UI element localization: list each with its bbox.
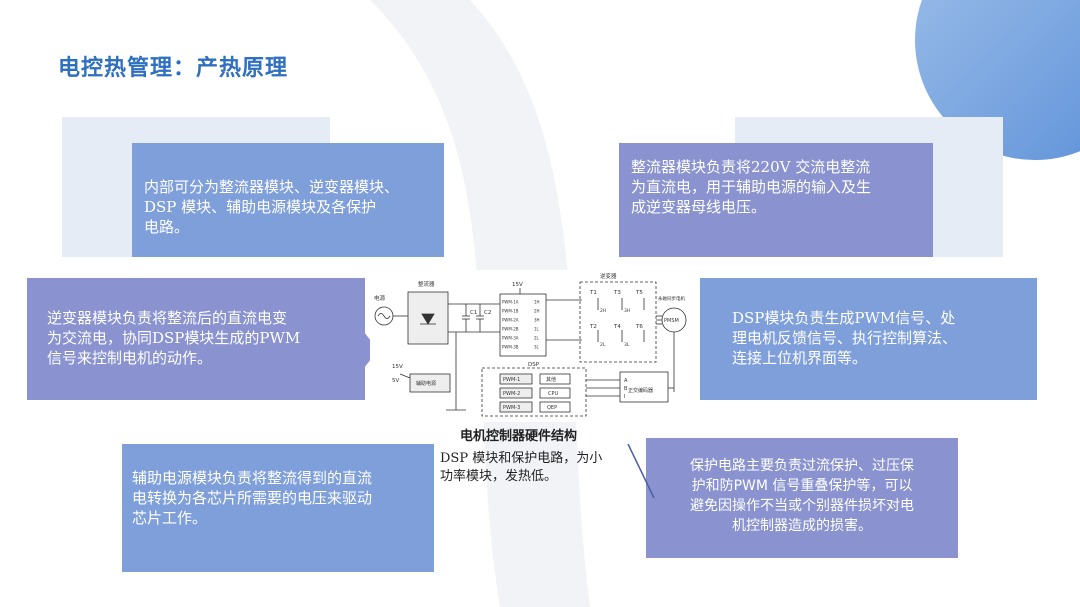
t6-label: T6 xyxy=(635,324,643,330)
diagram-caption: 电机控制器硬件结构 xyxy=(460,429,578,444)
callout-inverter: 逆变器模块负责将整流后的直流电变 为交流电，协同DSP模块生成的PWM 信号来控… xyxy=(27,278,365,400)
pwm-line-label: PWM-1A xyxy=(502,300,519,305)
pwm-line-group: PWM-1A 1H PWM-1B 2H PWM-2A 3H PWM-2B 1L PWM-3A 2L… xyxy=(502,300,540,350)
gate-label: 2H xyxy=(534,309,540,314)
qep-label: QEP xyxy=(547,405,557,411)
callout-aux-power: 辅助电源模块负责将整流得到的直流 电转换为各芯片所需要的电压来驱动 芯片工作。 xyxy=(122,444,434,572)
l2-label: 2L xyxy=(600,342,606,348)
pwm-line-label: PWM-3A xyxy=(502,336,519,341)
gate-label: 2L xyxy=(534,336,540,341)
c1-label: C1 xyxy=(470,310,477,316)
gate-label: 3L xyxy=(534,345,540,350)
power-label: 电源 xyxy=(374,294,386,302)
t1-label: T1 xyxy=(589,290,597,296)
v15-label: 15V xyxy=(512,282,523,288)
t2-label: T2 xyxy=(589,324,597,330)
dsp-label: DSP xyxy=(528,362,540,368)
v15b-label: 15V xyxy=(392,364,403,370)
v5-label: 5V xyxy=(392,378,399,384)
callout-overview-text: 内部可分为整流器模块、逆变器模块、 DSP 模块、辅助电源模块及各保护 电路。 xyxy=(144,178,400,236)
motor-label: PMSM xyxy=(664,318,679,324)
inverter-label: 逆变器 xyxy=(600,272,617,280)
gate-label: 1H xyxy=(534,300,540,305)
pwm3-label: PWM-3 xyxy=(503,405,520,411)
pin-b-label: B xyxy=(624,386,628,392)
controller-circuit-diagram: 整流器 电源 逆变器 永磁同步电机 PMSM 15V 15V 5V 辅助电源 D… xyxy=(370,270,700,422)
pwm1-label: PWM-1 xyxy=(503,377,520,383)
h3-label: 3H xyxy=(624,308,630,314)
gate-label: 1L xyxy=(534,327,540,332)
callout-dsp: DSP模块负责生成PWM信号、处 理电机反馈信号、执行控制算法、 连接上位机界面… xyxy=(698,278,1037,400)
callout-overview: 内部可分为整流器模块、逆变器模块、 DSP 模块、辅助电源模块及各保护 电路。 xyxy=(132,143,444,257)
callout-rectifier: 整流器模块负责将220V 交流电整流 为直流电，用于辅助电源的输入及生 成逆变器… xyxy=(619,143,933,257)
pwm-line-label: PWM-2B xyxy=(502,327,519,332)
aux-power-label: 辅助电源 xyxy=(416,380,436,387)
motor-name-label: 永磁同步电机 xyxy=(658,295,685,302)
callout-protection-text: 保护电路主要负责过流保护、过压保 护和防PWM 信号重叠保护等，可以 避免因操作… xyxy=(690,458,914,534)
protection-pointer xyxy=(627,443,655,499)
cpu-label: CPU xyxy=(548,391,559,397)
rectifier-label: 整流器 xyxy=(418,280,435,288)
gate-label: 3H xyxy=(534,318,540,323)
encoder-label: 正交编码器 xyxy=(628,387,653,394)
c2-label: C2 xyxy=(484,310,491,316)
callout-aux-power-text: 辅助电源模块负责将整流得到的直流 电转换为各芯片所需要的电压来驱动 芯片工作。 xyxy=(132,469,373,527)
pwm-line-label: PWM-2A xyxy=(502,318,519,323)
t3-label: T3 xyxy=(613,290,621,296)
page-title: 电控热管理：产热原理 xyxy=(58,56,289,81)
pwm2-label: PWM-2 xyxy=(503,391,520,397)
t5-label: T5 xyxy=(635,290,643,296)
callout-rectifier-text: 整流器模块负责将220V 交流电整流 为直流电，用于辅助电源的输入及生 成逆变器… xyxy=(631,158,872,216)
callout-inverter-text: 逆变器模块负责将整流后的直流电变 为交流电，协同DSP模块生成的PWM 信号来控… xyxy=(47,309,301,367)
pin-a-label: A xyxy=(624,378,628,384)
other-label: 其他 xyxy=(546,376,556,383)
pwm-line-label: PWM-1B xyxy=(502,309,519,314)
pwm-line-label: PWM-3B xyxy=(502,345,519,350)
h2-label: 2H xyxy=(600,308,606,314)
callout-dsp-text: DSP模块负责生成PWM信号、处 理电机反馈信号、执行控制算法、 连接上位机界面… xyxy=(732,309,958,367)
t4-label: T4 xyxy=(613,324,621,330)
l3-label: 3L xyxy=(624,342,630,348)
callout-protection: 保护电路主要负责过流保护、过压保 护和防PWM 信号重叠保护等，可以 避免因操作… xyxy=(646,438,958,558)
pin-i-label: I xyxy=(624,394,625,400)
low-power-note: DSP 模块和保护电路，为小 功率模块，发热低。 xyxy=(440,451,603,484)
